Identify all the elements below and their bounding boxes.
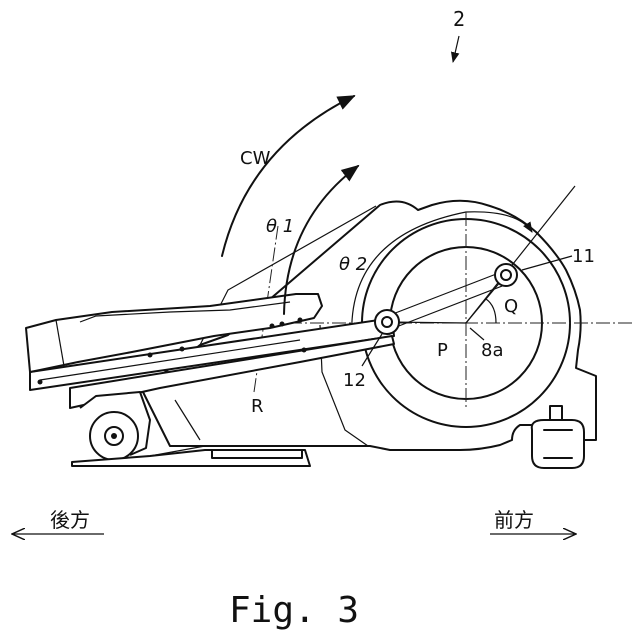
label-p: P (437, 340, 448, 361)
direction-front: 前方 (490, 508, 576, 534)
direction-rear: 後方 (12, 508, 104, 534)
label-12: 12 (343, 370, 366, 391)
label-11: 11 (572, 246, 595, 267)
direction-front-label: 前方 (494, 508, 534, 532)
direction-rear-label: 後方 (50, 508, 90, 532)
ref-label-2: 2 (453, 7, 465, 31)
label-8a: 8a (481, 340, 503, 361)
pivot-11 (495, 264, 517, 286)
figure-caption: Fig. 3 (229, 590, 359, 631)
label-q: Q (504, 296, 518, 317)
label-theta2: θ 2 (339, 254, 367, 275)
label-theta1: θ 1 (266, 216, 294, 237)
label-cw: CW (240, 148, 271, 169)
label-r: R (251, 396, 264, 417)
pivot-12 (375, 310, 399, 334)
ref-2-arrow (453, 36, 459, 62)
caster-wheel (80, 392, 150, 460)
